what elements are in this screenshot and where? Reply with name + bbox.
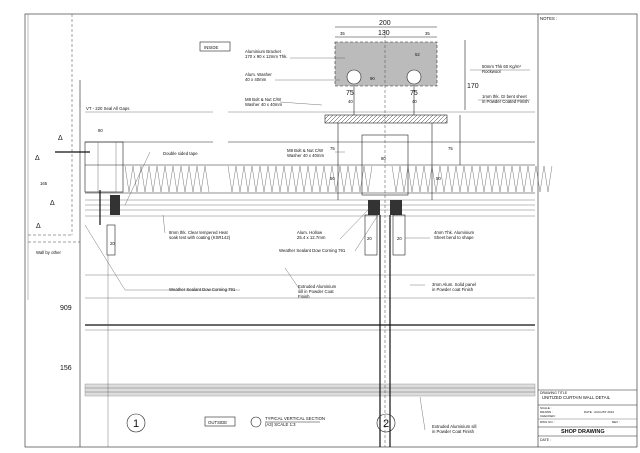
svg-text:90: 90 [370, 76, 375, 81]
svg-text:35: 35 [340, 31, 345, 36]
svg-text:Δ: Δ [36, 223, 41, 230]
svg-text:8mm thk. Clear tempered Heat: 8mm thk. Clear tempered Heat [169, 230, 229, 235]
svg-text:52: 52 [415, 52, 420, 57]
svg-text:Alum. Hollow: Alum. Hollow [297, 230, 323, 235]
svg-text:1mm thk. GI bent sheet: 1mm thk. GI bent sheet [482, 94, 527, 99]
detail-marker-2 [376, 413, 396, 433]
sill-hatch-band [84, 383, 536, 397]
svg-text:Δ: Δ [35, 155, 40, 162]
svg-text:80: 80 [98, 128, 103, 133]
svg-text:4mm Thk. Aluminium: 4mm Thk. Aluminium [434, 230, 474, 235]
notes-label: NOTES : [540, 16, 557, 21]
svg-text:Sheet bend to shape: Sheet bend to shape [434, 235, 474, 240]
svg-text:35: 35 [425, 31, 430, 36]
svg-text:DWG NO. :: DWG NO. : [540, 420, 555, 424]
rockwool-insulation [124, 165, 553, 193]
svg-text:Wall by other: Wall by other [36, 250, 61, 255]
outside-tag [204, 416, 236, 427]
svg-text:80: 80 [381, 156, 386, 161]
svg-text:40: 40 [348, 99, 353, 104]
svg-text:50: 50 [436, 176, 441, 181]
svg-text:170 x 90 x 12mm Thk.: 170 x 90 x 12mm Thk. [245, 54, 287, 59]
detail-marker-1 [126, 413, 146, 433]
svg-text:1: 1 [133, 418, 139, 430]
section-symbol-icon [250, 416, 262, 428]
svg-text:2: 2 [383, 418, 389, 430]
svg-text:soak test with coating (KSR142: soak test with coating (KSR142) [169, 235, 231, 240]
drawing-frame [24, 13, 638, 448]
left-mullion [55, 141, 124, 447]
svg-text:75: 75 [330, 146, 335, 151]
title-block: NOTES : DRAWING TITLE UNITIZED CURTAIN W… [538, 16, 637, 442]
svg-text:sill in Powder Coat: sill in Powder Coat [298, 289, 334, 294]
svg-text:Aluminium Bracket: Aluminium Bracket [245, 49, 282, 54]
svg-text:Extruded Aluminium: Extruded Aluminium [298, 284, 337, 289]
section-title: TYPICAL VERTICAL SECTION [265, 416, 325, 421]
svg-text:40 x 40mm: 40 x 40mm [245, 77, 267, 82]
svg-text:in Powder Coated Finish: in Powder Coated Finish [482, 99, 529, 104]
svg-text:DRAWN :: DRAWN : [540, 410, 553, 414]
svg-text:20: 20 [110, 241, 115, 246]
svg-text:DATE : AUGUST 2012: DATE : AUGUST 2012 [584, 410, 614, 414]
outside-label: OUTSIDE [208, 420, 227, 425]
svg-text:Double sided tape: Double sided tape [163, 151, 198, 156]
svg-text:M8 Bolt & Nut C/W: M8 Bolt & Nut C/W [245, 97, 282, 102]
inside-tag [199, 41, 231, 52]
svg-text:in Powder Coat Finish: in Powder Coat Finish [432, 429, 475, 434]
svg-text:Rockwool: Rockwool [482, 69, 501, 74]
svg-text:20: 20 [397, 236, 402, 241]
svg-text:VT - 220 Seal All Gaps: VT - 220 Seal All Gaps [86, 106, 129, 111]
svg-text:SCALE :: SCALE : [540, 406, 552, 410]
svg-text:25.4 x 12.7mm: 25.4 x 12.7mm [297, 235, 326, 240]
section-lines [85, 111, 535, 331]
section-scale: (A3) SCALE 1:3 [265, 422, 296, 427]
svg-text:20: 20 [367, 236, 372, 241]
svg-text:CHECKED :: CHECKED : [540, 414, 557, 418]
svg-text:165: 165 [40, 181, 48, 186]
svg-text:75: 75 [346, 90, 354, 97]
svg-text:130: 130 [378, 30, 390, 37]
svg-text:909: 909 [60, 305, 72, 312]
leader-lines [79, 57, 530, 431]
svg-text:40: 40 [412, 99, 417, 104]
dimension-labels: 200 35 130 35 52 90 75 75 40 40 170 75 7… [40, 20, 479, 372]
drawing-stage: SHOP DRAWING [561, 429, 605, 435]
svg-text:75: 75 [410, 90, 418, 97]
svg-text:Washer 40 x 40mm: Washer 40 x 40mm [287, 153, 325, 158]
svg-text:in Powder coat Finish: in Powder coat Finish [432, 287, 474, 292]
svg-text:170: 170 [467, 83, 479, 90]
svg-text:Δ: Δ [58, 135, 63, 142]
svg-text:50mm Thk 60 Kg/m³: 50mm Thk 60 Kg/m³ [482, 64, 521, 69]
concrete-wall: Δ Δ Δ Δ [27, 14, 81, 447]
center-mullion [361, 30, 409, 447]
inside-label: INSIDE [204, 45, 218, 50]
dimension-chain-top [335, 26, 466, 165]
dim-200: 200 [379, 20, 391, 27]
annotations: Aluminium Bracket 170 x 90 x 12mm Thk. A… [36, 49, 529, 434]
svg-text:156: 156 [60, 365, 72, 372]
svg-text:75: 75 [448, 146, 453, 151]
svg-text:50: 50 [330, 176, 335, 181]
svg-text:Weather Sealant Dow Corning 79: Weather Sealant Dow Corning 791 [279, 248, 346, 253]
drawing-title: UNITIZED CURTAIN WALL DETAIL [542, 395, 611, 400]
svg-text:DRAWING TITLE: DRAWING TITLE [540, 391, 568, 395]
svg-text:Finish: Finish [298, 294, 310, 299]
svg-text:Weather Sealant Dow Corning 79: Weather Sealant Dow Corning 791 [169, 287, 236, 292]
svg-text:Extruded Aluminium sill: Extruded Aluminium sill [432, 424, 476, 429]
svg-text:Δ: Δ [50, 200, 55, 207]
svg-text:3mm Alum. Solid panel: 3mm Alum. Solid panel [432, 282, 476, 287]
svg-text:Alum. Washer: Alum. Washer [245, 72, 272, 77]
svg-text:Washer 40 x 40mm: Washer 40 x 40mm [245, 102, 283, 107]
svg-text:DATE :: DATE : [540, 438, 551, 442]
aluminium-bracket [324, 41, 448, 200]
svg-text:M8 Bolt & Nut C/W: M8 Bolt & Nut C/W [287, 148, 324, 153]
svg-text:REV :: REV : [612, 420, 620, 424]
